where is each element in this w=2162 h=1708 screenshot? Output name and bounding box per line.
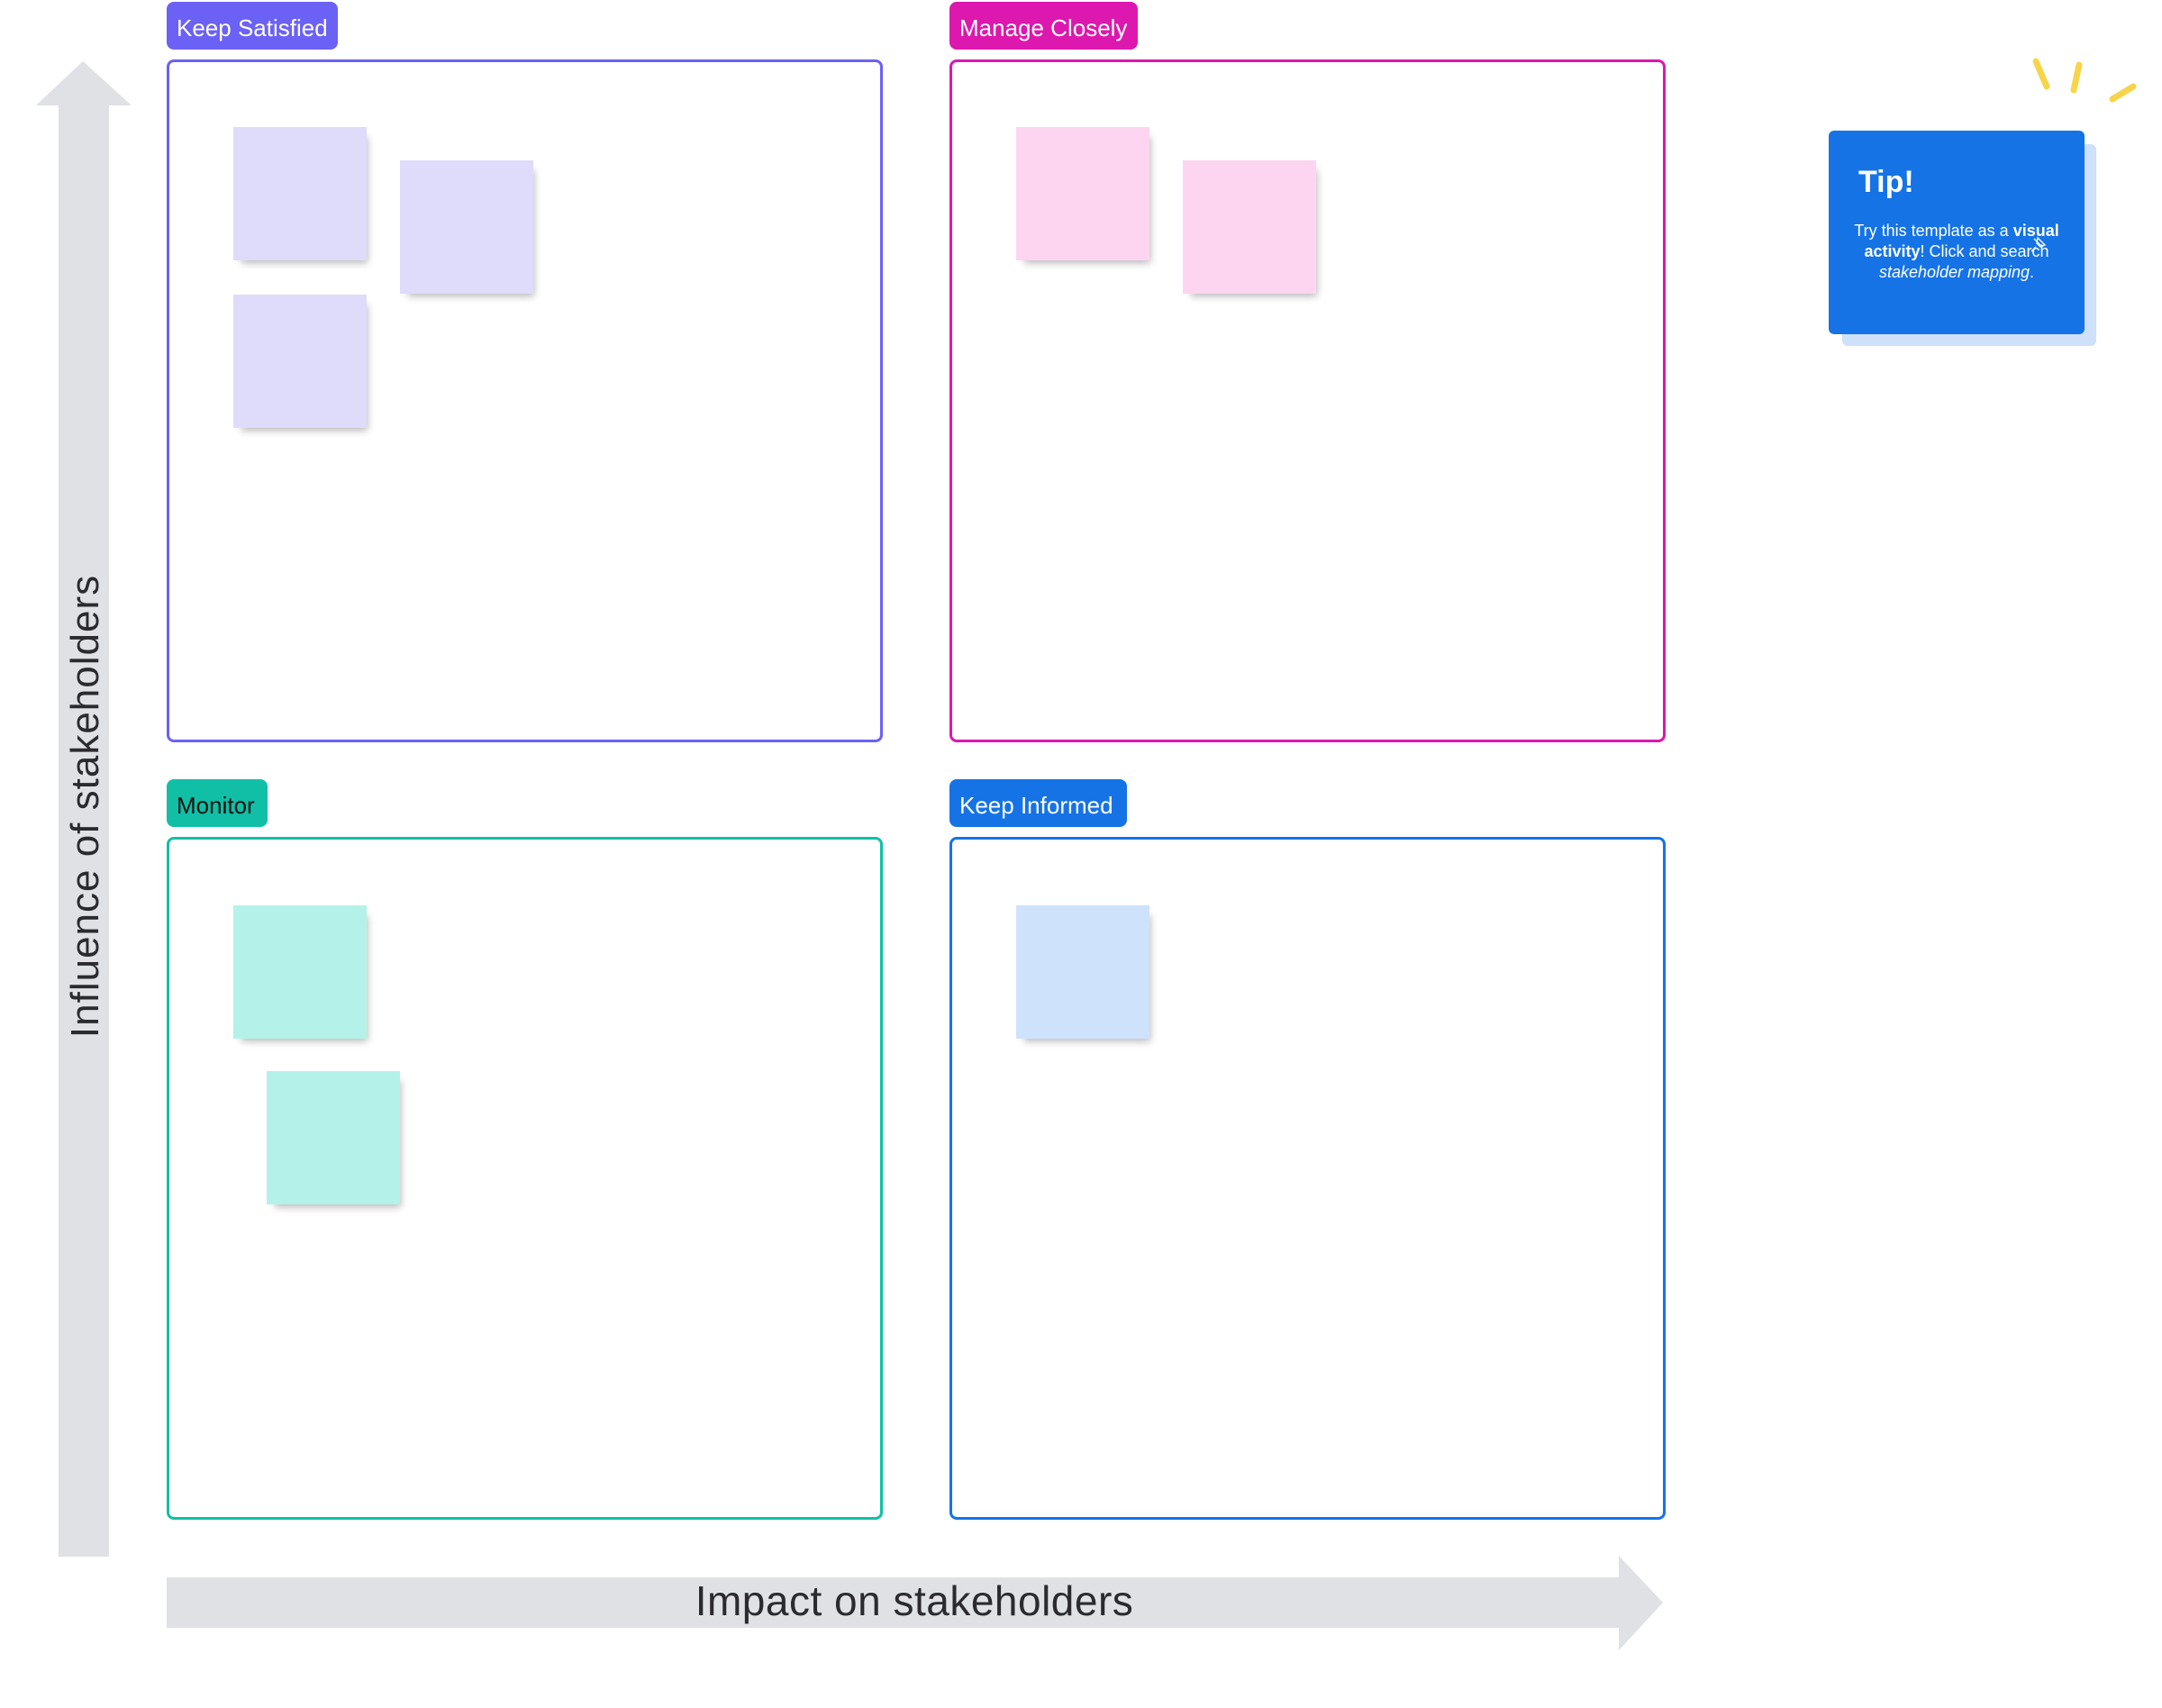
tip-text-italic: stakeholder mapping [1878,263,2030,281]
x-axis-label: Impact on stakeholders [695,1577,1134,1624]
tip-text-3: . [2030,263,2035,281]
sticky-note[interactable] [267,1071,400,1204]
tip-text-1: Try this template as a [1854,222,2013,240]
tip-title: Tip! [1858,165,1914,199]
sticky-note[interactable] [233,905,367,1039]
tip-body: Try this template as a visual activity! … [1849,221,2065,283]
quadrant-tag-monitor[interactable]: Monitor [167,779,268,827]
quadrant-tag-manage-closely[interactable]: Manage Closely [949,2,1138,50]
sticky-note[interactable] [233,127,367,260]
quadrant-tag-label: Keep Satisfied [177,14,328,41]
quadrant-tag-label: Keep Informed [959,792,1113,819]
quadrant-tag-keep-informed[interactable]: Keep Informed [949,779,1127,827]
sticky-note[interactable] [233,295,367,428]
sticky-note[interactable] [1016,905,1149,1039]
quadrant-tag-label: Manage Closely [959,14,1128,41]
y-axis-label: Influence of stakeholders [63,574,107,1039]
sticky-note[interactable] [1183,160,1316,294]
tip-text-2: ! Click and search [1920,242,2049,260]
tip-text-bold: visual activity [1864,222,2059,260]
sticky-note[interactable] [400,160,533,294]
sticky-note[interactable] [1016,127,1149,260]
quadrant-tag-keep-satisfied[interactable]: Keep Satisfied [167,2,338,50]
sparkle-icon [2032,58,2137,103]
tip-card[interactable]: Tip! Try this template as a visual activ… [1829,131,2085,334]
quadrant-tag-label: Monitor [177,792,255,819]
pin-icon [2030,236,2047,252]
